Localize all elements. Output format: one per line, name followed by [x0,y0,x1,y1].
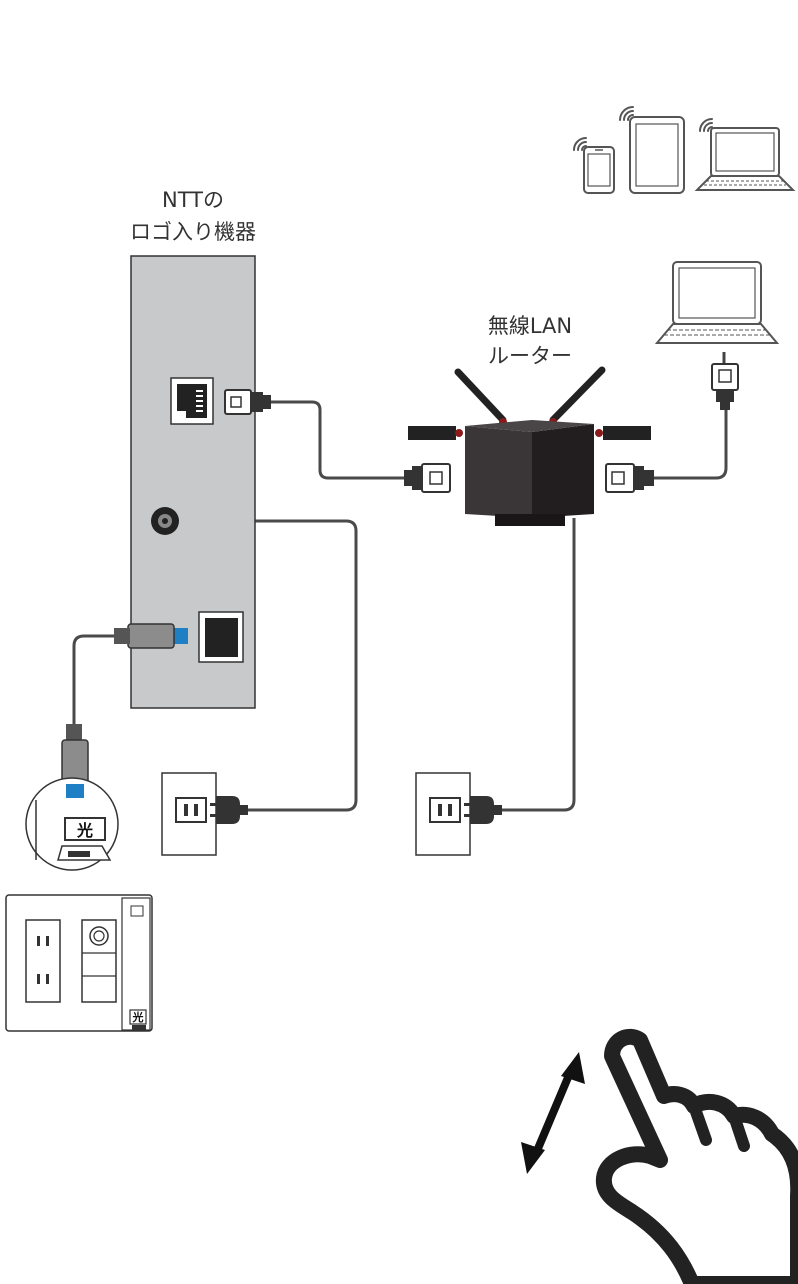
smartphone-icon [583,146,615,194]
lan-cable-router-to-laptop [650,400,728,480]
double-arrow-icon [521,1052,585,1174]
lan-plug-icon [711,363,739,410]
lan-plug-icon [224,389,271,415]
cables [72,352,728,812]
lan-port-icon [170,377,214,425]
laptop-icon [654,261,780,344]
power-cable-router [500,518,576,812]
wall-outlet-plate: 光 [5,894,153,1032]
optical-fiber-cable [72,634,122,738]
tablet-icon [629,116,685,194]
power-plug-icon [210,796,248,824]
laptop-icon [694,127,796,191]
power-plug-icon [464,796,502,824]
optical-connector-icon [114,623,188,649]
power-cable-ntt [178,519,358,812]
router-label-line2: ルーター [488,344,572,368]
lan-plug-icon [404,463,451,493]
lan-plug-icon [605,463,654,493]
optical-outlet-zoom: 光 [25,777,119,871]
ntt-device-label-line1: NTTの [162,188,224,212]
wall-plate-mark: 光 [132,1010,144,1024]
wireless-devices [573,106,796,194]
optical-port-icon [198,611,244,663]
hand-pointer-icon [595,1028,798,1284]
wireless-router [408,366,651,526]
ntt-device-label-line2: ロゴ入り機器 [130,220,256,244]
wifi-icon [619,106,634,121]
power-outlet-ntt [161,772,217,856]
optical-outlet-mark: 光 [76,821,93,840]
power-outlet-router [415,772,471,856]
wifi-icon [573,137,587,151]
power-jack-icon [151,507,179,535]
lan-cable-ntt-to-router [270,400,412,480]
router-label-line1: 無線LAN [487,314,573,338]
wifi-icon [699,118,713,132]
